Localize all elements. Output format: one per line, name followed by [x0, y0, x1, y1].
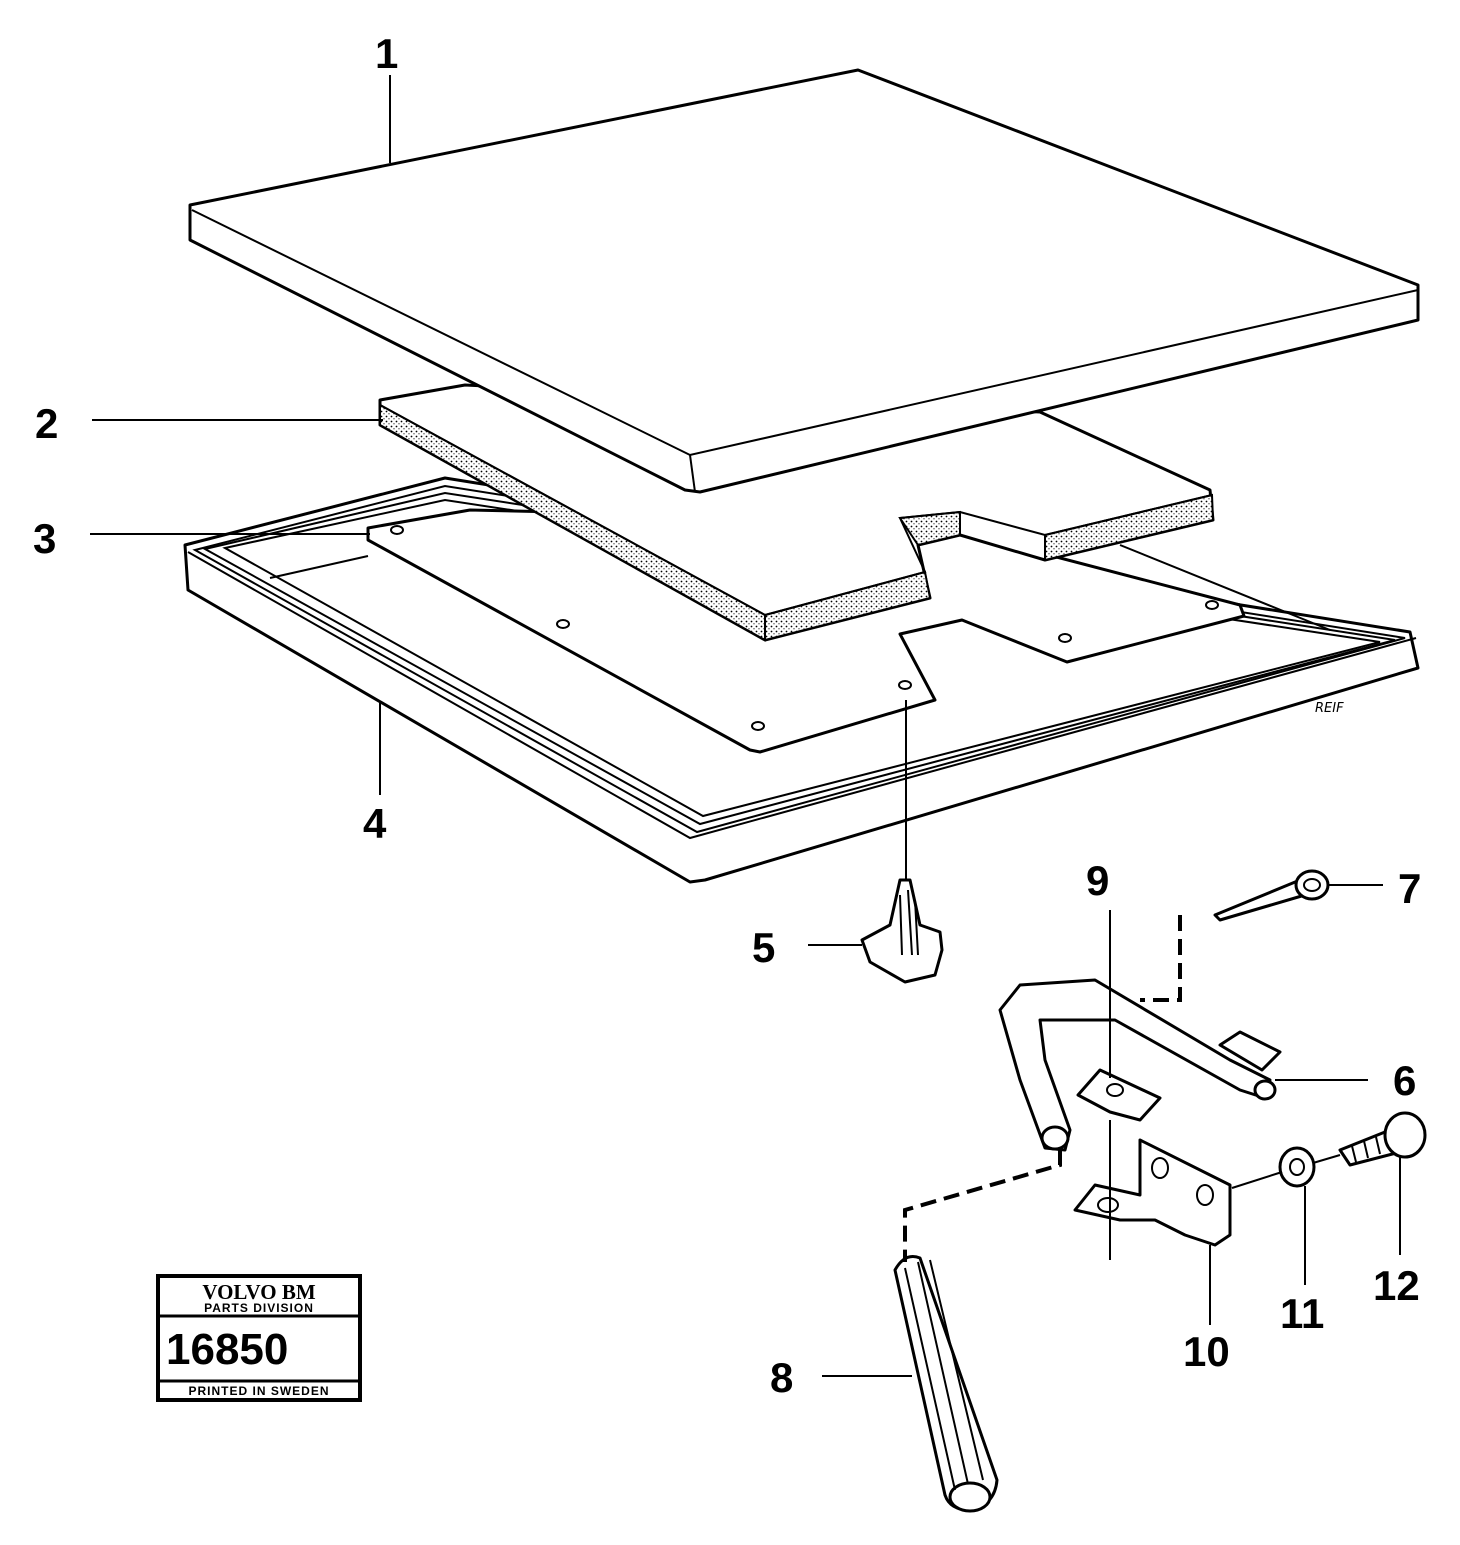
insulation-part [378, 383, 1215, 642]
callout-6: 6 [1393, 1057, 1416, 1104]
bolt-part [1338, 1111, 1427, 1167]
washer-part [1278, 1146, 1316, 1188]
badge-footer: PRINTED IN SWEDEN [188, 1384, 329, 1398]
callout-1: 1 [375, 30, 398, 77]
lid-part [188, 68, 1420, 494]
callout-11: 11 [1280, 1290, 1324, 1337]
callout-4: 4 [363, 800, 387, 847]
callout-12: 12 [1373, 1262, 1420, 1309]
badge-number: 16850 [166, 1325, 288, 1374]
washer-plate-part [1076, 1068, 1162, 1122]
handle-part [998, 978, 1282, 1152]
callout-labels: 1 2 3 4 5 6 7 8 9 10 11 12 [33, 30, 1421, 1401]
split-pin-part [1213, 869, 1330, 922]
callout-8: 8 [770, 1354, 793, 1401]
callout-7: 7 [1398, 865, 1421, 912]
artist-signature: REIF [1315, 701, 1344, 716]
callout-2: 2 [35, 400, 58, 447]
callout-5: 5 [752, 924, 775, 971]
badge-division: PARTS DIVISION [204, 1301, 314, 1315]
grip-part [893, 1255, 999, 1513]
callout-9: 9 [1086, 857, 1109, 904]
leader-lines [90, 75, 1401, 1377]
bracket-part [1073, 1138, 1232, 1247]
badge-brand: VOLVO BM [202, 1280, 315, 1304]
clip-part [860, 878, 944, 984]
callout-3: 3 [33, 515, 56, 562]
callout-10: 10 [1183, 1328, 1230, 1375]
parts-division-badge: VOLVO BM PARTS DIVISION 16850 PRINTED IN… [156, 1274, 362, 1402]
